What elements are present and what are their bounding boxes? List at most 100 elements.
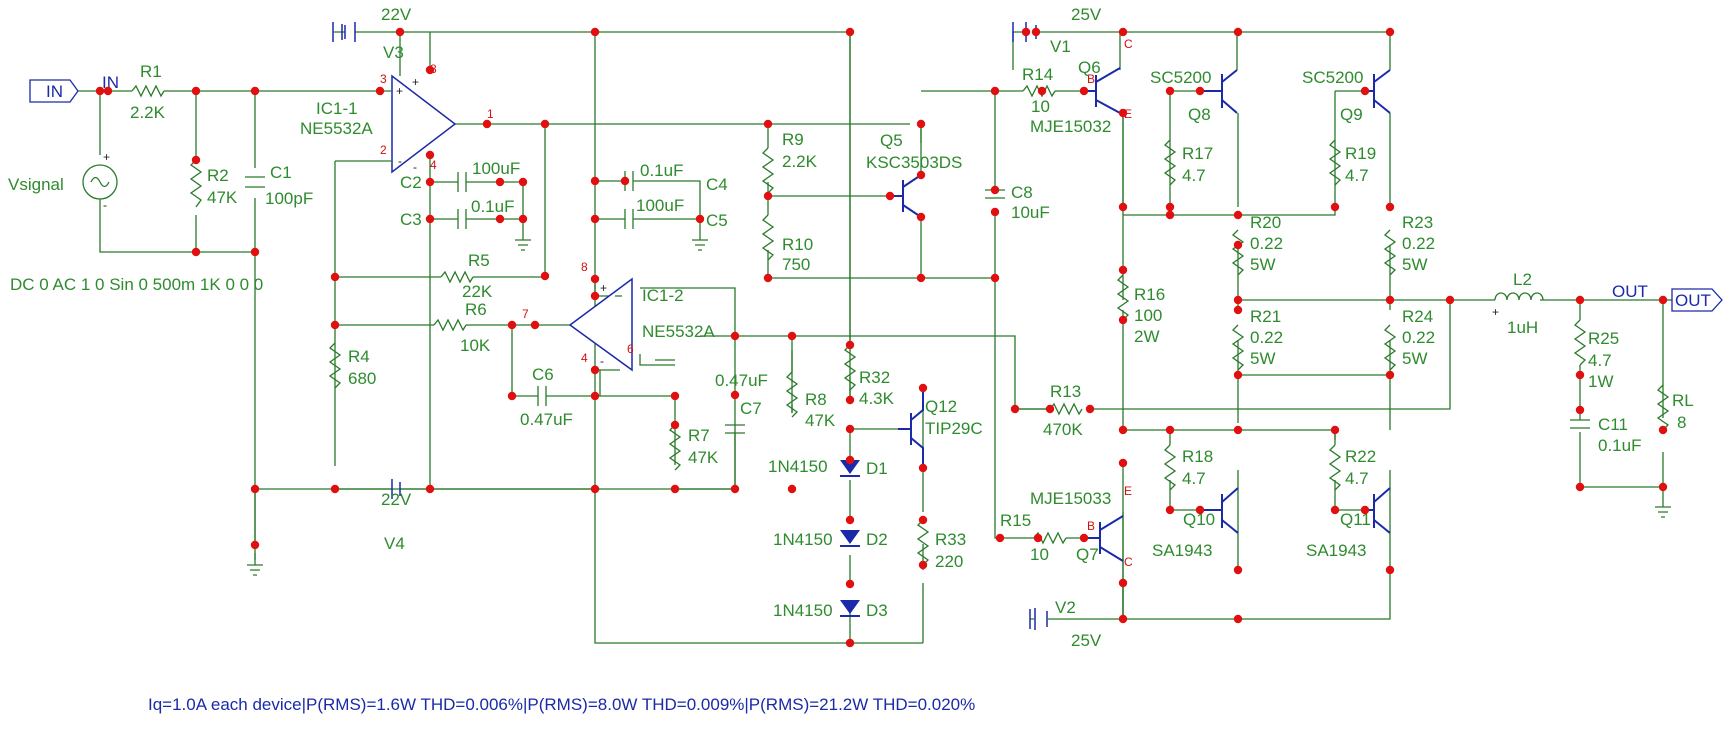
v1-value: 25V (1071, 5, 1102, 24)
junction-dot (375, 86, 385, 96)
resistor-r15: R15 10 (1000, 511, 1067, 564)
l2-value: 1uH (1507, 318, 1538, 337)
junction-dot (918, 515, 928, 525)
c11-name: C11 (1598, 415, 1628, 434)
junction-dot (916, 170, 926, 180)
junction-dot (916, 212, 926, 222)
v4-value: 22V (381, 490, 412, 509)
capacitor-c2: C2 100uF (400, 159, 520, 192)
junction-dot (191, 155, 201, 165)
r1-value: 2.2K (130, 103, 166, 122)
r23-value: 0.22 (1402, 234, 1435, 253)
junction-dot (1010, 404, 1020, 414)
ic1-2-pin-4: 4 (581, 351, 588, 365)
resistor-r1: R1 2.2K (130, 62, 166, 122)
junction-dot (1360, 86, 1370, 96)
junction-dot (1118, 458, 1128, 468)
v2-battery: V2 25V (1030, 598, 1123, 650)
junction-dot (916, 119, 926, 129)
junction-dot (1233, 210, 1243, 220)
vsignal-source: + - Vsignal DC 0 AC 1 0 Sin 0 500m 1K 0 … (8, 150, 263, 294)
r9-name: R9 (782, 130, 804, 149)
junction-dot (590, 176, 600, 186)
r2-value: 47K (207, 188, 238, 207)
r13-value: 470K (1043, 420, 1083, 439)
c5-value: 100uF (636, 196, 684, 215)
junction-dot (990, 273, 1000, 283)
r20-name: R20 (1250, 213, 1281, 232)
junction-dot (885, 191, 895, 201)
r25-name: R25 (1588, 329, 1619, 348)
svg-text:+: + (600, 281, 607, 295)
junction-dot (845, 340, 855, 350)
c8-value: 10uF (1011, 203, 1050, 222)
q10-part: SA1943 (1152, 541, 1213, 560)
v4-label: V4 (384, 534, 405, 553)
junction-dot (1233, 305, 1243, 315)
ic1-1-pin-1: 1 (487, 107, 494, 121)
q12-name: Q12 (925, 397, 957, 416)
transistor-q5: Q5 KSC3503DS (866, 124, 962, 278)
r7-value: 47K (688, 448, 719, 467)
q6-b-mark: B (1087, 72, 1095, 86)
d3-name: D3 (866, 601, 888, 620)
junction-dot (425, 214, 435, 224)
junction-dot (590, 365, 600, 375)
junction-dot (1085, 404, 1095, 414)
v2-value: 25V (1071, 631, 1102, 650)
junction-dot (1445, 295, 1455, 305)
junction-dot (845, 395, 855, 405)
r14-value: 10 (1031, 97, 1050, 116)
junction-dot (845, 455, 855, 465)
junction-dot (95, 86, 105, 96)
junction-dot (518, 214, 528, 224)
d3-part: 1N4150 (773, 601, 833, 620)
junction-dot (1079, 533, 1089, 543)
transistor-q9: SC5200 Q9 (1302, 68, 1391, 124)
junction-dot (518, 177, 528, 187)
junction-dot (730, 484, 740, 494)
junction-dot (1233, 295, 1243, 305)
diodes: 1N4150 D1 1N4150 D2 1N4150 D3 (768, 457, 888, 620)
junction-dot (425, 484, 435, 494)
r23-rating: 5W (1402, 255, 1428, 274)
ic1-1-pin-4: 4 (430, 158, 437, 172)
r25-value: 4.7 (1588, 351, 1612, 370)
junction-dot (590, 214, 600, 224)
junction-dot (845, 579, 855, 589)
r10-value: 750 (782, 255, 810, 274)
rl-name: RL (1672, 391, 1694, 410)
junction-dot (1195, 505, 1205, 515)
junction-dot (620, 176, 630, 186)
capacitor-c7: C7 0.47uF (715, 371, 768, 489)
r18-name: R18 (1182, 447, 1213, 466)
junction-dot (845, 515, 855, 525)
resistor-r25: R25 4.7 1W (1573, 319, 1619, 391)
junction-dot (1233, 240, 1243, 250)
junction-dot (590, 274, 600, 284)
simulation-results: Iq=1.0A each device|P(RMS)=1.6W THD=0.00… (148, 695, 975, 714)
c1-name: C1 (270, 163, 292, 182)
junction-dot (330, 484, 340, 494)
v3-label: V3 (383, 43, 404, 62)
junction-dot (1118, 265, 1128, 275)
junction-dot (918, 463, 928, 473)
capacitor-c3: C3 0.1uF (400, 197, 514, 229)
junction-dot (1385, 27, 1395, 37)
ic1-1-pin-3: 3 (380, 72, 387, 86)
v4-battery: 22V V4 (381, 479, 412, 553)
c5-name: C5 (706, 211, 728, 230)
svg-text:-: - (398, 154, 402, 168)
junction-dot (1118, 425, 1128, 435)
r20-value: 0.22 (1250, 234, 1283, 253)
resistor-r21: R21 0.22 5W (1231, 307, 1283, 371)
junction-dot (1575, 405, 1585, 415)
junction-dot (1165, 505, 1175, 515)
capacitor-c5: C5 100uF (624, 196, 728, 230)
junction-dot (1385, 202, 1395, 212)
junction-dot (590, 27, 600, 37)
r4-name: R4 (348, 347, 370, 366)
r15-name: R15 (1000, 511, 1031, 530)
c4-value: 0.1uF (640, 161, 683, 180)
c3-name: C3 (400, 210, 422, 229)
